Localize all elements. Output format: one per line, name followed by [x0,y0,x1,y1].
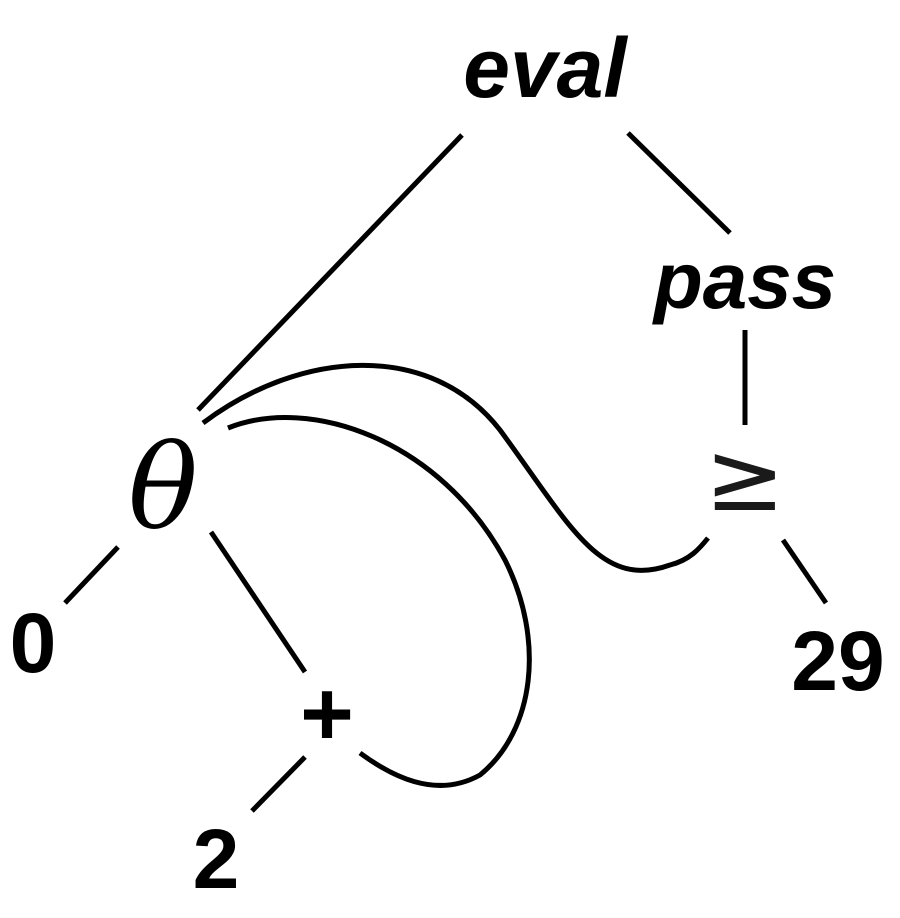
node-plus: + [300,663,354,765]
node-2: 2 [193,812,240,906]
node-0: 0 [10,596,57,690]
node-pass: pass [652,236,836,325]
node-29: 29 [791,614,884,708]
curve-theta-to-ge [201,362,710,573]
node-theta: θ [128,421,198,556]
node-eval: eval [463,21,628,115]
edge-theta-plus [208,530,308,674]
edge-theta-0 [63,545,120,605]
edge-plus-2 [250,755,307,813]
edge-eval-pass [626,131,732,235]
node-ge: ≥ [705,421,785,533]
edge-ge-29 [780,538,829,605]
edge-eval-theta [196,133,464,412]
curve-theta-to-plus-loop [227,415,532,788]
